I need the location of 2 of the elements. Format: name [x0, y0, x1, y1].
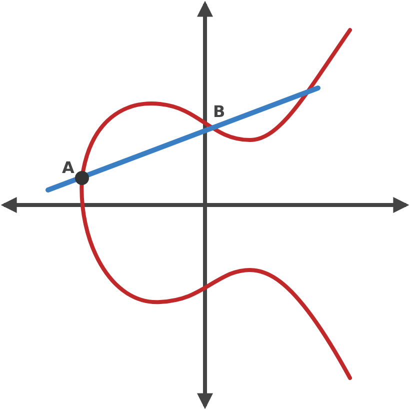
point-label: A [62, 160, 74, 176]
point-label: B [213, 104, 226, 120]
